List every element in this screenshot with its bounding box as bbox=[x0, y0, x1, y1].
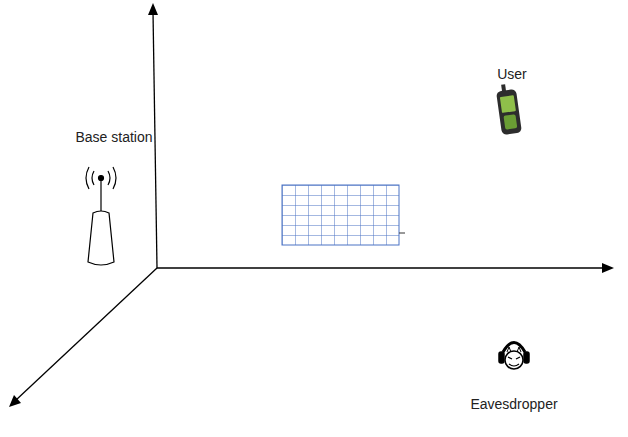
eavesdropper-label: Eavesdropper bbox=[470, 396, 557, 413]
user-label: User bbox=[497, 66, 527, 83]
base-station-icon bbox=[86, 167, 116, 265]
ris-panel bbox=[282, 185, 405, 245]
coordinate-axes bbox=[16, 12, 605, 400]
eavesdropper-icon bbox=[499, 343, 529, 370]
axis-arrowheads bbox=[9, 3, 614, 407]
base-station-label: Base station bbox=[75, 129, 152, 146]
user-phone-icon bbox=[495, 83, 522, 135]
